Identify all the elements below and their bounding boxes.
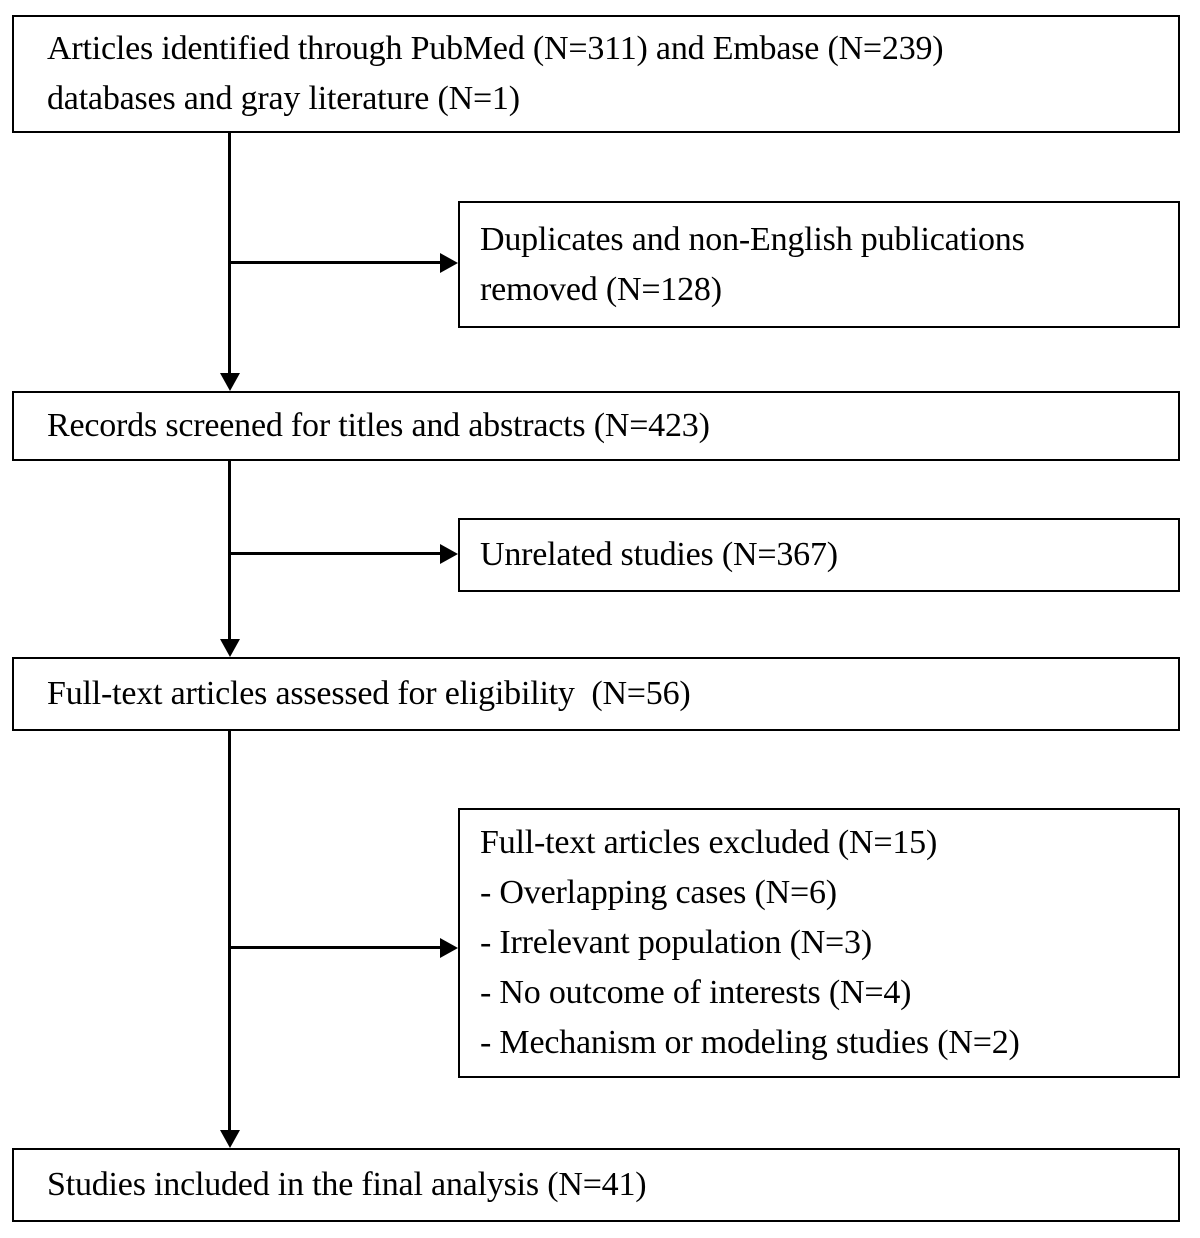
connector-fulltext-to-included <box>228 731 231 1130</box>
arrowhead-down-to-fulltext <box>220 639 240 657</box>
node-identification-line-2: databases and gray literature (N=1) <box>47 80 520 117</box>
node-records-screened: Records screened for titles and abstract… <box>12 391 1180 461</box>
node-duplicates-removed-line-2: removed (N=128) <box>480 270 722 308</box>
connector-identification-to-screened <box>228 133 231 373</box>
node-full-text-excluded: Full-text articles excluded (N=15) - Over… <box>458 808 1180 1078</box>
node-full-text-excluded-text: Full-text articles excluded (N=15) - Over… <box>480 718 1168 1168</box>
node-full-text-assessed-text: Full-text articles assessed for eligibil… <box>47 569 1168 819</box>
node-studies-included-line-1: Studies included in the final analysis (… <box>47 1166 647 1203</box>
node-records-screened-text: Records screened for titles and abstract… <box>47 301 1168 551</box>
node-full-text-assessed-line-1: Full-text articles assessed for eligibil… <box>47 675 691 712</box>
node-studies-included: Studies included in the final analysis (… <box>12 1148 1180 1222</box>
node-full-text-excluded-line-1: Full-text articles excluded (N=15) <box>480 824 938 861</box>
node-duplicates-removed-line-1: Duplicates and non-English publications <box>480 220 1025 258</box>
node-records-screened-line-1: Records screened for titles and abstract… <box>47 407 710 444</box>
connector-branch-to-duplicates <box>228 261 440 264</box>
node-unrelated-studies-text: Unrelated studies (N=367) <box>480 430 1168 680</box>
connector-branch-to-unrelated <box>228 552 440 555</box>
arrowhead-right-to-unrelated <box>440 544 458 564</box>
connector-branch-to-excluded <box>228 946 440 949</box>
arrowhead-right-to-duplicates <box>440 253 458 273</box>
node-identification-line-1: Articles identified through PubMed (N=31… <box>47 30 944 67</box>
node-identification: Articles identified through PubMed (N=31… <box>12 15 1180 133</box>
arrowhead-right-to-excluded <box>440 938 458 958</box>
node-full-text-assessed: Full-text articles assessed for eligibil… <box>12 657 1180 731</box>
node-full-text-excluded-line-3: - Irrelevant population (N=3) <box>480 924 872 961</box>
arrowhead-down-to-included <box>220 1130 240 1148</box>
node-full-text-excluded-line-2: - Overlapping cases (N=6) <box>480 874 837 911</box>
node-unrelated-studies: Unrelated studies (N=367) <box>458 518 1180 592</box>
connector-screened-to-fulltext <box>228 461 231 639</box>
node-duplicates-removed-text: Duplicates and non-English publications r… <box>480 115 1168 415</box>
node-identification-text: Articles identified through PubMed (N=31… <box>47 0 1168 224</box>
node-unrelated-studies-line-1: Unrelated studies (N=367) <box>480 536 838 573</box>
node-duplicates-removed: Duplicates and non-English publications r… <box>458 201 1180 328</box>
node-full-text-excluded-line-5: - Mechanism or modeling studies (N=2) <box>480 1024 1020 1061</box>
node-studies-included-text: Studies included in the final analysis (… <box>47 1060 1168 1238</box>
arrowhead-down-to-screened <box>220 373 240 391</box>
node-full-text-excluded-line-4: - No outcome of interests (N=4) <box>480 974 912 1011</box>
